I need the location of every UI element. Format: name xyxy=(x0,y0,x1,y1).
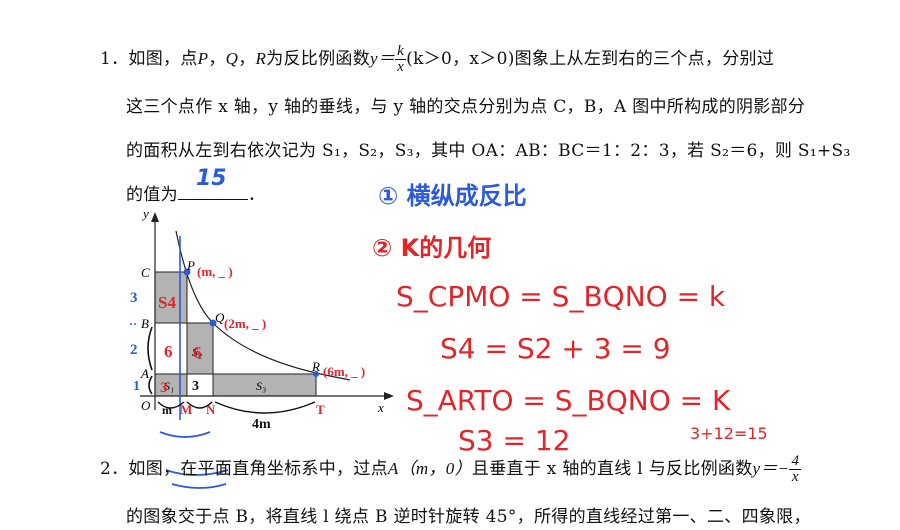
axis-y-label: y xyxy=(141,206,149,221)
hand-side-1: 1 xyxy=(133,379,140,394)
point-b-label: B xyxy=(141,316,149,331)
hand-side-3: 3 xyxy=(130,290,138,306)
q2-y-eq: y＝− xyxy=(752,459,790,478)
point-q-label: Q xyxy=(215,310,225,325)
q1-line-4: 的值为 ． xyxy=(126,180,265,205)
hand-r-coord: (6m, _ ) xyxy=(323,364,365,379)
equation-2: S4 = S2 + 3 = 9 xyxy=(440,332,671,365)
hand-six-left: 6 xyxy=(164,342,173,361)
q1-line-3: 的面积从左到右依次记为 S₁，S₂，S₃，其中 OA：AB：BC＝1：2：3，若… xyxy=(126,136,851,161)
hand-4m: 4m xyxy=(252,417,271,432)
q2-frac-den: x xyxy=(791,469,799,485)
area-s2-label: S₂ xyxy=(192,345,202,359)
q1-text-line4: 的值为 xyxy=(126,185,178,205)
hand-m-left: m xyxy=(162,403,172,417)
q1-text-c: (k＞0，x＞0)图象上从左到右的三个点，分别过 xyxy=(406,49,775,69)
area-s3-label: S₃ xyxy=(256,379,266,393)
q2-text-b: 且垂直于 x 轴的直线 l 与反比例函数 xyxy=(471,459,753,479)
equation-1: S_CPMO = S_BQNO = k xyxy=(396,280,726,313)
q2-point-a: A（m，0） xyxy=(387,459,472,478)
q1-text-b: 为反比例函数 xyxy=(266,49,371,69)
q1-sep-2: ， xyxy=(238,49,256,69)
q2-line-1: 2．如图，在平面直角坐标系中，过点A（m，0）且垂直于 x 轴的直线 l 与反比… xyxy=(100,453,802,485)
q2-line-2: 的图象交于点 B，将直线 l 绕点 B 逆时针旋转 45°，所得的直线经过第一、… xyxy=(126,502,811,527)
q1-text-a: 如图，点 xyxy=(128,49,198,69)
hand-side-2: 2 xyxy=(130,342,138,358)
point-c-label: C xyxy=(141,265,150,280)
q1-line-2: 这三个点作 x 轴，y 轴的垂线，与 y 轴的交点分别为点 C，B，A 图中所构… xyxy=(126,92,805,117)
shade-s4 xyxy=(155,272,187,323)
point-r-label: R xyxy=(311,359,320,374)
shade-s1 xyxy=(155,374,187,396)
q1-label-p: P xyxy=(197,49,209,68)
q1-text-line2: 这三个点作 x 轴，y 轴的垂线，与 y 轴的交点分别为点 C，B，A 图中所构… xyxy=(126,97,806,117)
q1-frac-num: k xyxy=(395,43,407,60)
q2-text-a: 如图，在平面直角坐标系中，过点 xyxy=(128,459,388,479)
q1-label-q: Q xyxy=(225,49,239,68)
hand-six-s2: 6 xyxy=(193,343,202,362)
hand-N: N xyxy=(206,402,216,417)
q1-frac-den: x xyxy=(397,59,405,75)
hand-M: M xyxy=(180,402,192,417)
equation-3: S_ARTO = S_BQNO = K xyxy=(406,384,731,417)
equation-5: 3+12=15 xyxy=(690,424,768,443)
note-1: ① 横纵成反比 xyxy=(378,182,527,210)
hand-three-mid: 3 xyxy=(192,379,199,394)
answer-blank xyxy=(177,185,248,200)
q1-text-line3: 的面积从左到右依次记为 S₁，S₂，S₃，其中 OA：AB：BC＝1：2：3，若… xyxy=(126,141,851,161)
origin-label: O xyxy=(141,398,151,413)
hand-three-s1: 3 xyxy=(160,380,168,396)
q2-frac-num: 4 xyxy=(789,453,802,470)
point-p-label: P xyxy=(186,258,195,273)
q1-number: 1． xyxy=(100,49,129,69)
equation-4: S3 = 12 xyxy=(458,424,571,457)
q2-text-line2: 的图象交于点 B，将直线 l 绕点 B 逆时针旋转 45°，所得的直线经过第一、… xyxy=(126,507,811,527)
point-a-label: A xyxy=(140,366,149,381)
hand-p-coord: (m, _ ) xyxy=(197,264,233,279)
q1-y-eq: y＝ xyxy=(370,49,396,68)
q1-sep-1: ， xyxy=(208,49,226,69)
axis-x-label: x xyxy=(377,400,384,415)
q1-label-r: R xyxy=(255,49,267,68)
handwritten-answer: 15 xyxy=(196,166,227,191)
hand-q-coord: (2m, _ ) xyxy=(224,316,266,331)
note-2: ② K的几何 xyxy=(372,234,492,262)
q1-period: ． xyxy=(247,185,266,205)
shade-s2 xyxy=(187,323,213,374)
hand-T: T xyxy=(316,402,325,417)
q2-number: 2． xyxy=(100,459,129,479)
area-s1-label: S₁ xyxy=(164,379,174,393)
hand-s4: S4 xyxy=(158,293,176,312)
hand-dots: ·· xyxy=(129,317,137,331)
shade-s3 xyxy=(213,374,316,396)
